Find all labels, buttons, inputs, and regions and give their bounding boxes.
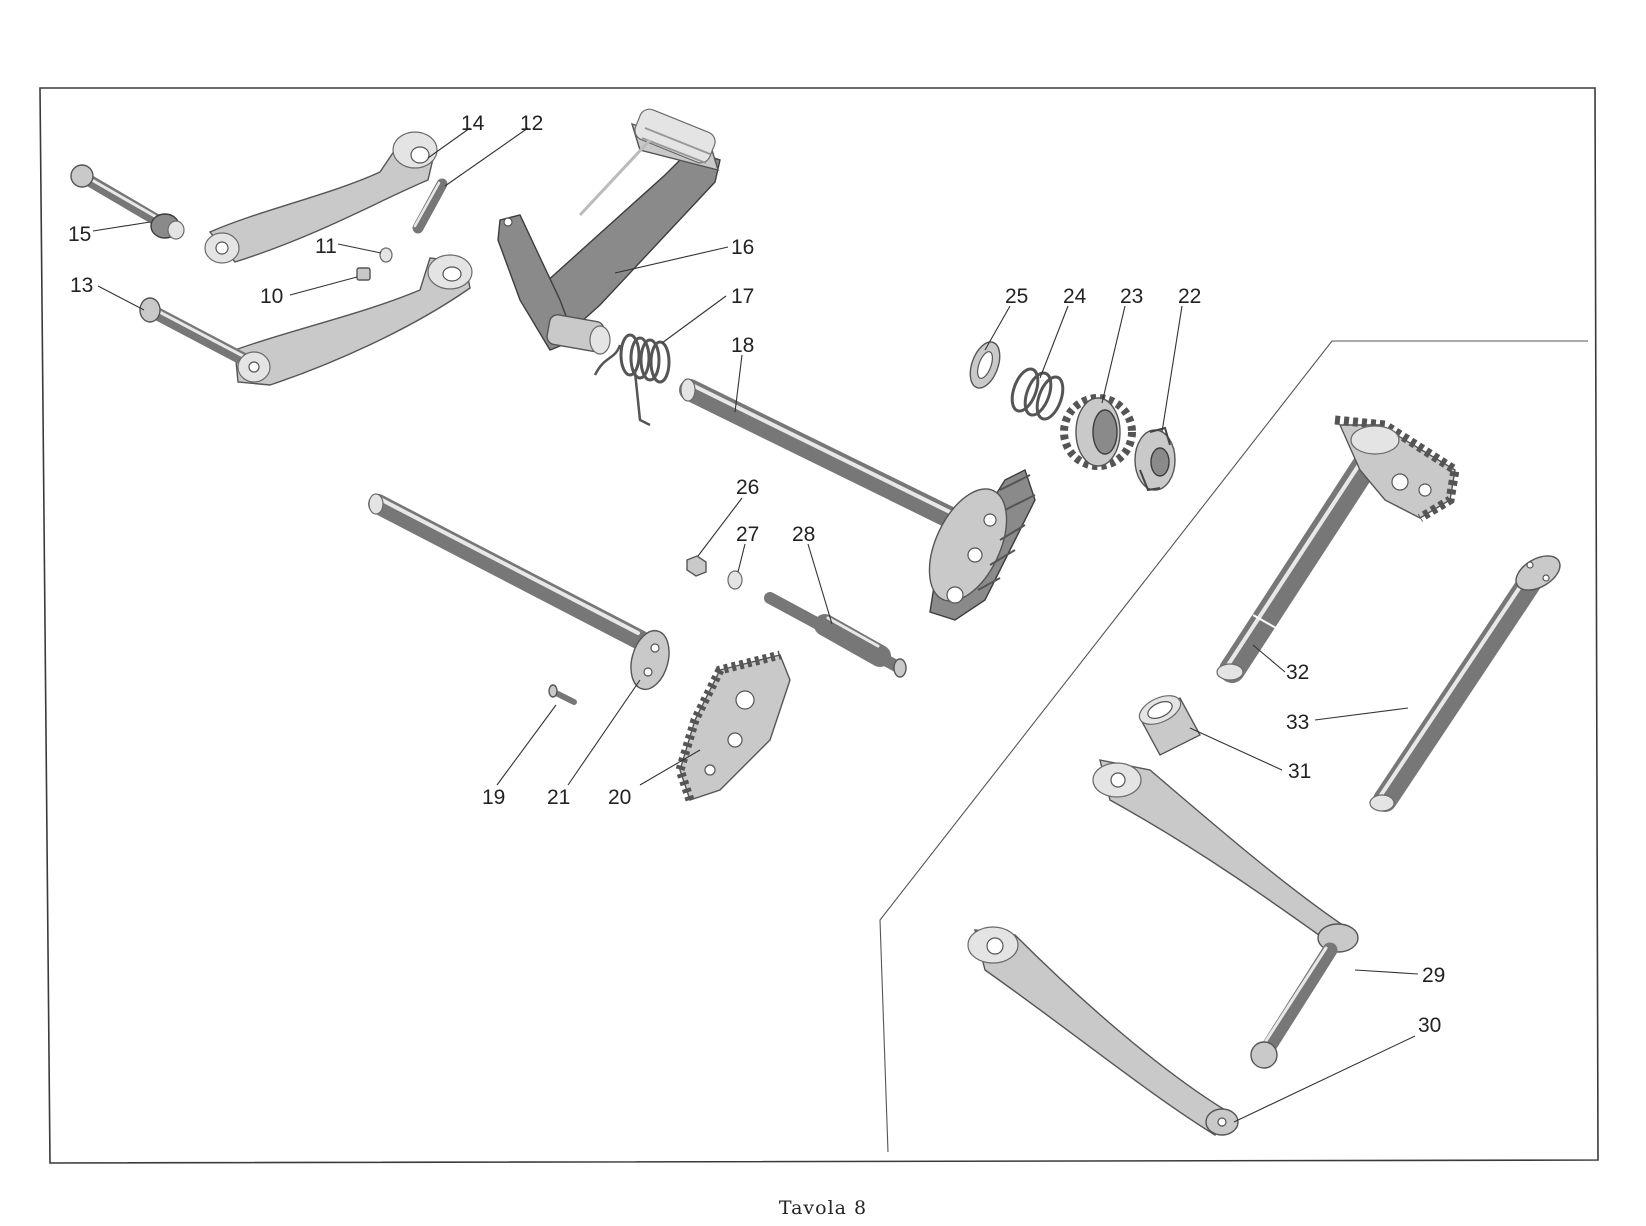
part-18-shaft-with-sector	[679, 378, 1036, 621]
callout-19: 19	[482, 786, 505, 809]
part-23-gear	[1060, 394, 1136, 470]
callout-21: 21	[547, 786, 570, 809]
part-25-washer	[969, 341, 1001, 389]
part-22-ratchet	[1134, 426, 1176, 492]
part-32-shaft-with-sector	[1216, 415, 1460, 683]
leader-32	[1252, 644, 1286, 673]
part-26-nut	[686, 555, 707, 577]
part-30-lever	[967, 926, 1239, 1137]
callout-15: 15	[68, 223, 91, 246]
callout-16: 16	[731, 236, 754, 259]
callout-30: 30	[1418, 1014, 1441, 1037]
leader-17	[661, 295, 727, 344]
leader-30	[1233, 1035, 1416, 1123]
part-19-bolt	[548, 684, 577, 705]
leader-12	[444, 127, 529, 187]
leader-20	[639, 749, 701, 786]
part-16-kickstart-lever	[497, 108, 721, 355]
part-28-small-shaft	[764, 592, 907, 678]
leader-23	[1101, 305, 1126, 404]
part-14-lever	[204, 131, 438, 264]
part-24-spring-rings	[1010, 367, 1065, 421]
callout-labels: 10 11 12 13 14 15 16 17 18 19 20 21 22 2…	[68, 112, 1445, 1037]
leader-14	[427, 127, 471, 159]
callout-27: 27	[736, 523, 759, 546]
part-17-spring	[593, 333, 671, 427]
callout-14: 14	[461, 112, 485, 135]
inset-panel-outline	[879, 340, 1588, 1153]
part-31-bushing	[1138, 695, 1201, 756]
leader-18	[734, 354, 743, 413]
leader-25	[984, 305, 1011, 351]
leader-13	[97, 285, 145, 311]
leader-22	[1161, 305, 1183, 433]
part-27-washer	[727, 570, 743, 590]
callout-22: 22	[1178, 285, 1201, 308]
part-29-lever	[1092, 759, 1359, 1069]
part-21-long-shaft	[368, 493, 670, 691]
callout-13: 13	[70, 274, 93, 297]
frame-border	[39, 87, 1599, 1164]
part-33-shaft	[1369, 555, 1561, 812]
leader-21	[567, 679, 641, 786]
part-20-sector-gear	[675, 650, 791, 802]
callout-23: 23	[1120, 285, 1143, 308]
leader-33	[1314, 707, 1409, 721]
callout-12: 12	[520, 112, 543, 135]
leader-31	[1189, 727, 1283, 771]
callout-20: 20	[608, 786, 631, 809]
callout-31: 31	[1288, 760, 1311, 783]
callout-29: 29	[1422, 964, 1445, 987]
callout-11: 11	[315, 235, 337, 258]
part-13-lever	[139, 254, 473, 386]
plate-caption: Tavola 8	[778, 1197, 868, 1219]
leader-16	[614, 246, 729, 274]
leader-lines	[92, 127, 1419, 1123]
callout-33: 33	[1286, 711, 1309, 734]
callout-32: 32	[1286, 661, 1309, 684]
leader-26	[697, 497, 743, 557]
leader-28	[807, 543, 833, 625]
leader-19	[496, 704, 557, 786]
leader-29	[1354, 969, 1419, 975]
callout-18: 18	[731, 334, 754, 357]
callout-17: 17	[731, 285, 754, 308]
leader-15	[92, 221, 151, 232]
callout-26: 26	[736, 476, 759, 499]
part-12-pin	[412, 178, 448, 234]
part-10-nut	[356, 267, 371, 281]
leader-10	[289, 276, 358, 296]
callout-28: 28	[792, 523, 815, 546]
part-15-bolt	[70, 164, 185, 240]
leader-11	[337, 243, 382, 254]
callout-25: 25	[1005, 285, 1028, 308]
leader-27	[737, 543, 746, 573]
leader-24	[1039, 305, 1069, 379]
callout-10: 10	[260, 285, 283, 308]
part-11-washer	[379, 247, 393, 263]
callout-24: 24	[1063, 285, 1087, 308]
